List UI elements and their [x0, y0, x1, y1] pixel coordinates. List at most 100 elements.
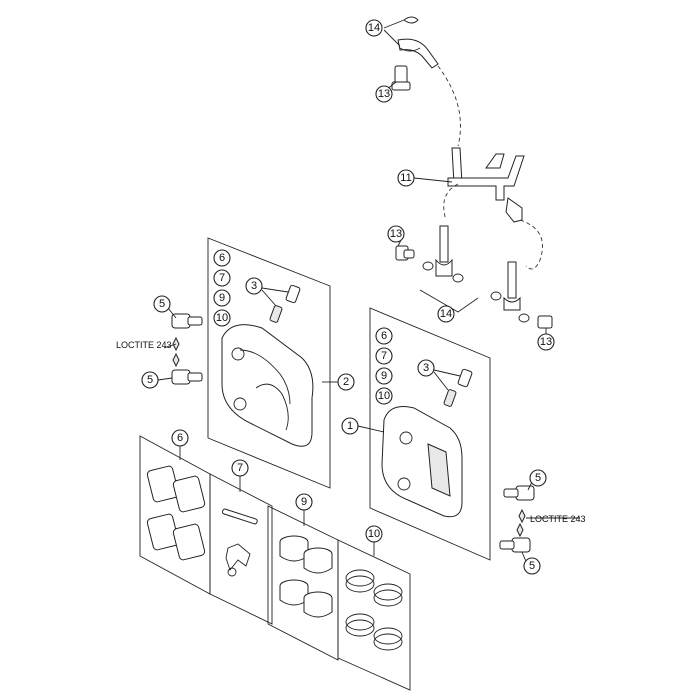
callout-c7a: 7	[213, 269, 231, 287]
hose-right-pipe	[507, 261, 517, 299]
callout-c10c: 10	[365, 525, 383, 543]
right-loctite-drop-1	[518, 508, 526, 524]
bracket-plate	[447, 155, 525, 201]
hose-upper-dashed	[437, 65, 461, 147]
callout-label: 7	[219, 272, 225, 284]
leader-5b	[157, 377, 173, 381]
right-mount-bolts	[499, 481, 580, 567]
r-clip	[227, 567, 237, 577]
callout-label: 5	[535, 472, 541, 484]
callout-c5b: 5	[141, 371, 159, 389]
left-caliper-body	[221, 324, 314, 447]
pad-spring	[225, 543, 251, 571]
callout-label: 13	[540, 336, 552, 348]
callout-c6a: 6	[213, 249, 231, 267]
washer-top-2	[399, 47, 421, 52]
callout-c7b: 7	[375, 347, 393, 365]
callout-label: 7	[237, 462, 243, 474]
leader-5a	[167, 307, 177, 319]
callout-label: 9	[301, 496, 307, 508]
left-caliper-frame	[207, 237, 331, 489]
banjo-fitting-top	[397, 38, 439, 69]
leader-14b	[419, 289, 479, 313]
seal-2a	[373, 583, 403, 601]
callout-label: 5	[159, 298, 165, 310]
callout-c9b: 9	[375, 367, 393, 385]
callout-c6c: 6	[171, 429, 189, 447]
leader-3a-1	[261, 287, 289, 293]
seal-3a	[345, 613, 375, 631]
callout-c5c: 5	[529, 469, 547, 487]
washer-left-1	[422, 261, 434, 271]
callout-label: 3	[423, 362, 429, 374]
loctite-note-right: LOCTITE 243	[530, 514, 586, 524]
callout-label: 13	[390, 228, 402, 240]
left-caliper-boss-2	[233, 397, 247, 411]
callout-label: 10	[368, 528, 380, 540]
seal-4b	[373, 633, 403, 651]
right-caliper-boss-2	[397, 477, 411, 491]
banjo-bolt-top	[394, 65, 408, 85]
leader-14a-2	[383, 29, 401, 47]
leader-11	[413, 177, 453, 183]
piston-2-body	[303, 554, 333, 574]
callout-label: 9	[381, 370, 387, 382]
callout-c1: 1	[341, 417, 359, 435]
callout-label: 14	[368, 22, 380, 34]
callout-c11: 11	[397, 169, 415, 187]
callout-c9c: 9	[295, 493, 313, 511]
right-caliper-logo-plate	[427, 443, 451, 497]
left-caliper-detail-1	[239, 349, 291, 405]
loctite-note-left: LOCTITE 243	[116, 340, 172, 350]
left-caliper-group	[207, 237, 338, 489]
callout-label: 6	[219, 252, 225, 264]
callout-c14a: 14	[365, 19, 383, 37]
callout-label: 6	[381, 330, 387, 342]
right-bleed-cap	[457, 368, 473, 388]
left-loctite-drop-2	[172, 352, 180, 368]
hose-left-dashed	[443, 183, 459, 221]
callout-c10a: 10	[213, 309, 231, 327]
leader-14a	[383, 19, 405, 29]
left-caliper-boss-1	[231, 347, 245, 361]
callout-c2: 2	[337, 373, 355, 391]
kit-box-pistons	[267, 505, 339, 661]
right-caliper-group	[357, 307, 491, 561]
callout-c6b: 6	[375, 327, 393, 345]
left-bolt-lower-head	[171, 369, 191, 385]
callout-label: 11	[400, 172, 411, 184]
left-mount-bolts	[157, 307, 203, 385]
banjo-bolt-left-tip	[403, 249, 415, 259]
seal-1b	[345, 575, 375, 593]
callout-label: 9	[219, 292, 225, 304]
hose-left-banjo	[435, 258, 453, 277]
callout-label: 10	[216, 312, 228, 324]
hose-right-dashed	[519, 219, 543, 270]
callout-label: 3	[251, 280, 257, 292]
callout-label: 14	[440, 308, 452, 320]
kit-boxes	[139, 435, 411, 691]
right-caliper-body	[381, 406, 463, 518]
kit-box-seals	[337, 539, 411, 691]
left-bleed-valve	[269, 305, 283, 323]
right-bolt-lower-shank	[499, 540, 515, 550]
washer-right-1	[490, 291, 502, 301]
callout-label: 6	[177, 432, 183, 444]
callout-label: 10	[378, 390, 390, 402]
callout-c10b: 10	[375, 387, 393, 405]
hose-right-banjo	[503, 296, 521, 311]
callout-label: 5	[147, 374, 153, 386]
callout-label: 5	[529, 560, 535, 572]
leader-3a-2	[261, 289, 277, 307]
callout-label: 7	[381, 350, 387, 362]
right-bolt-upper-shank	[503, 488, 519, 498]
callout-c13b: 13	[387, 225, 405, 243]
kit-box-pads	[139, 435, 211, 595]
left-bolt-lower-shank	[187, 372, 203, 382]
banjo-bolt-right	[537, 315, 553, 329]
left-caliper-piston-outline	[255, 383, 289, 431]
right-bleed-valve	[443, 389, 457, 407]
hose-left-pipe	[439, 225, 449, 263]
